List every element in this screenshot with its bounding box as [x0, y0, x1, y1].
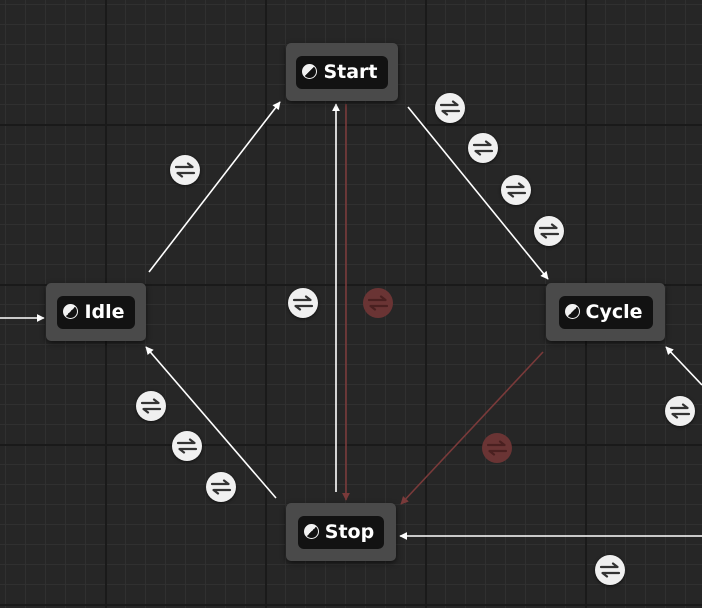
transition-rule-icon[interactable]	[435, 93, 465, 123]
state-node-start[interactable]: Start	[286, 43, 398, 101]
transition-rule-icon-inactive[interactable]	[482, 433, 512, 463]
state-node-stop-header: Stop	[297, 515, 385, 549]
transition-arrow-offscreen-to-cycle[interactable]	[665, 346, 702, 386]
state-node-cycle[interactable]: Cycle	[546, 283, 665, 341]
state-node-stop-label: Stop	[324, 520, 375, 543]
transition-rule-icon-inactive[interactable]	[363, 288, 393, 318]
state-node-idle-label: Idle	[84, 300, 125, 323]
transition-rule-icon[interactable]	[534, 216, 564, 246]
transition-rule-icon[interactable]	[206, 472, 236, 502]
transition-rule-icon[interactable]	[468, 133, 498, 163]
state-node-stop[interactable]: Stop	[286, 503, 396, 561]
transition-arrow-stop-to-idle[interactable]	[145, 346, 277, 499]
state-icon	[63, 304, 79, 319]
transition-rule-icon[interactable]	[288, 288, 318, 318]
state-node-start-label: Start	[323, 60, 378, 83]
state-icon	[302, 64, 318, 79]
transition-rule-icon[interactable]	[665, 396, 695, 426]
transition-rule-icon[interactable]	[595, 555, 625, 585]
state-node-cycle-label: Cycle	[585, 300, 643, 323]
transition-rule-icon[interactable]	[501, 175, 531, 205]
state-node-start-header: Start	[296, 55, 388, 89]
transition-arrow-cycle-to-stop-inactive[interactable]	[400, 351, 544, 505]
transition-arrow-idle-to-start[interactable]	[148, 101, 281, 273]
transition-arrow-start-to-cycle[interactable]	[407, 106, 549, 280]
transition-rule-icon[interactable]	[172, 431, 202, 461]
state-node-idle[interactable]: Idle	[46, 283, 146, 341]
state-node-idle-header: Idle	[57, 295, 135, 329]
state-node-cycle-header: Cycle	[558, 295, 653, 329]
state-icon	[303, 524, 319, 539]
transition-rule-icon[interactable]	[136, 391, 166, 421]
state-icon	[564, 304, 580, 319]
transition-rule-icon[interactable]	[170, 155, 200, 185]
